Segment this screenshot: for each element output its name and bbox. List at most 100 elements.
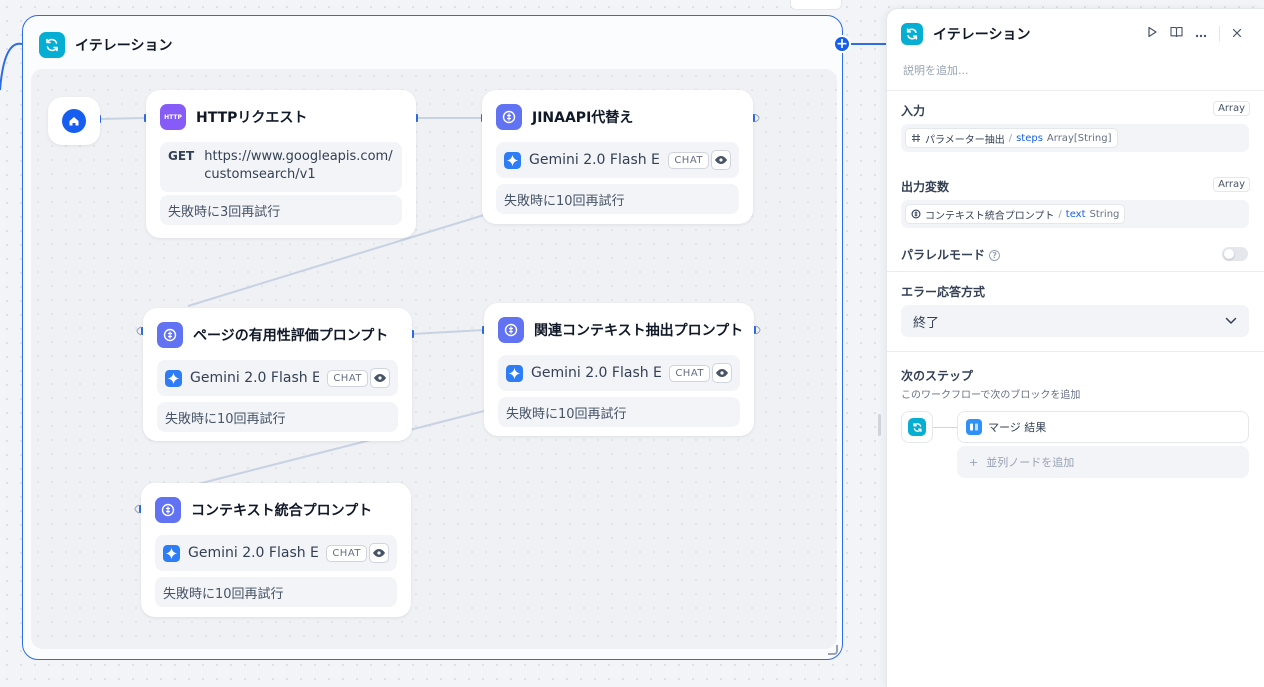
loop-icon <box>901 23 923 45</box>
retry-setting: 失敗時に10回再試行 <box>157 402 398 432</box>
toolbar-divider <box>1219 26 1220 42</box>
retry-setting: 失敗時に10回再試行 <box>496 184 739 214</box>
brain-icon <box>157 322 183 348</box>
chat-badge: CHAT <box>326 544 367 562</box>
input-label: 入力 <box>901 104 926 118</box>
input-variable-type: Array[String] <box>1046 132 1112 144</box>
brain-icon <box>498 317 524 343</box>
http-endpoint: GET https://www.googleapis.com/customsea… <box>160 142 402 192</box>
input-variable-name: steps <box>1016 132 1043 144</box>
iteration-header: イテレーション <box>39 32 172 58</box>
brain-icon <box>911 209 921 219</box>
next-step-label: 次のステップ <box>901 369 974 383</box>
eye-icon[interactable] <box>370 368 390 388</box>
node-related-context-prompt[interactable]: 関連コンテキスト抽出プロンプト Gemini 2.0 Flash E... CH… <box>484 303 754 436</box>
model-selector[interactable]: Gemini 2.0 Flash E... CHAT <box>498 355 740 391</box>
retry-setting: 失敗時に3回再試行 <box>160 195 402 225</box>
brain-icon <box>155 497 181 523</box>
node-title: HTTPリクエスト <box>196 110 308 126</box>
description-input[interactable]: 説明を追加... <box>903 64 969 77</box>
input-variable-field[interactable]: パラメーター抽出 / steps Array[String] <box>901 124 1249 152</box>
model-name: Gemini 2.0 Flash E... <box>188 545 319 561</box>
next-step-source <box>901 411 933 443</box>
next-step-connector <box>933 427 957 428</box>
loop-icon <box>908 418 926 436</box>
divider <box>887 90 1264 91</box>
gemini-sparkle-icon <box>504 151 521 169</box>
edge-incoming <box>0 42 23 91</box>
node-title: ページの有用性評価プロンプト <box>193 328 389 344</box>
iteration-title: イテレーション <box>75 38 173 54</box>
chat-badge: CHAT <box>669 364 710 382</box>
node-context-merge-prompt[interactable]: コンテキスト統合プロンプト Gemini 2.0 Flash E... CHAT… <box>141 483 411 617</box>
node-title: コンテキスト統合プロンプト <box>191 503 373 519</box>
model-selector[interactable]: Gemini 2.0 Flash E... CHAT <box>155 535 397 571</box>
node-usefulness-prompt[interactable]: ページの有用性評価プロンプト Gemini 2.0 Flash E... CHA… <box>143 308 412 441</box>
plus-icon: + <box>969 455 979 469</box>
eye-icon[interactable] <box>369 543 389 563</box>
gemini-sparkle-icon <box>506 364 523 382</box>
gemini-sparkle-icon <box>163 544 180 562</box>
node-title: JINAAPI代替え <box>532 110 634 126</box>
model-name: Gemini 2.0 Flash E... <box>531 365 662 381</box>
resize-handle[interactable] <box>828 645 838 655</box>
error-handling-label: エラー応答方式 <box>901 285 986 299</box>
http-icon: HTTP <box>160 104 186 130</box>
input-variable-chip[interactable]: パラメーター抽出 / steps Array[String] <box>905 128 1118 148</box>
merge-icon <box>966 419 982 435</box>
output-variable-name: text <box>1065 208 1086 220</box>
add-parallel-label: 並列ノードを追加 <box>986 456 1075 469</box>
http-url: https://www.googleapis.com/customsearch/… <box>204 149 393 182</box>
chat-badge: CHAT <box>327 369 368 387</box>
separator-slash: / <box>1058 208 1062 220</box>
home-icon <box>62 109 86 133</box>
output-variable-chip[interactable]: コンテキスト統合プロンプト / text String <box>905 204 1126 224</box>
workflow-canvas[interactable]: イテレーション + HTTP HTTP <box>0 0 886 687</box>
play-icon[interactable] <box>1146 26 1158 42</box>
parameter-extractor-icon <box>912 134 920 142</box>
iteration-start-node[interactable] <box>48 97 100 145</box>
node-http-request[interactable]: HTTP HTTPリクエスト GET https://www.googleapi… <box>146 90 416 238</box>
parallel-mode-row: パラレルモード? <box>901 246 1001 263</box>
model-name: Gemini 2.0 Flash E... <box>190 370 320 386</box>
more-icon[interactable] <box>1195 27 1207 42</box>
panel-resize-handle[interactable] <box>878 414 881 436</box>
close-icon[interactable] <box>1232 27 1242 42</box>
gemini-sparkle-icon <box>165 369 182 387</box>
next-step-subtitle: このワークフローで次のブロックを追加 <box>901 390 1081 401</box>
node-title: 関連コンテキスト抽出プロンプト <box>534 323 744 339</box>
node-jina-api[interactable]: JINAAPI代替え Gemini 2.0 Flash E... CHAT 失敗… <box>482 90 753 224</box>
model-name: Gemini 2.0 Flash E... <box>529 152 661 168</box>
model-selector[interactable]: Gemini 2.0 Flash E... CHAT <box>496 142 739 178</box>
brain-icon <box>496 104 522 130</box>
divider <box>887 351 1264 352</box>
model-selector[interactable]: Gemini 2.0 Flash E... CHAT <box>157 360 398 396</box>
retry-setting: 失敗時に10回再試行 <box>155 577 397 607</box>
add-parallel-node-button[interactable]: + 並列ノードを追加 <box>957 446 1249 478</box>
input-node-name: パラメーター抽出 <box>925 134 1005 146</box>
error-handling-select[interactable]: 終了 <box>901 305 1249 337</box>
output-variable-type: String <box>1089 208 1120 220</box>
input-type-tag: Array <box>1213 101 1250 116</box>
next-block-card[interactable]: マージ 結果 <box>957 411 1249 443</box>
loop-icon <box>39 32 65 58</box>
retry-setting: 失敗時に10回再試行 <box>498 397 740 427</box>
help-icon[interactable]: ? <box>989 250 1001 261</box>
output-variable-field[interactable]: コンテキスト統合プロンプト / text String <box>901 200 1249 228</box>
http-method: GET <box>168 149 195 163</box>
canvas-toolbar-stub <box>790 0 842 10</box>
panel-title[interactable]: イテレーション <box>933 27 1031 43</box>
eye-icon[interactable] <box>712 363 732 383</box>
panel-toolbar <box>1146 26 1242 42</box>
parallel-mode-toggle[interactable] <box>1222 247 1248 261</box>
eye-icon[interactable] <box>711 150 731 170</box>
next-block-name: マージ 結果 <box>988 421 1047 434</box>
separator-slash: / <box>1008 132 1013 144</box>
add-next-node-button[interactable]: + <box>833 35 851 53</box>
node-settings-panel: イテレーション 説明を追加... 入力 Array パラメーター抽出 / ste… <box>886 8 1264 687</box>
divider <box>887 271 1264 272</box>
chat-badge: CHAT <box>668 151 709 169</box>
panel-header: イテレーション <box>901 23 1030 45</box>
output-node-name: コンテキスト統合プロンプト <box>925 210 1055 222</box>
book-icon[interactable] <box>1170 26 1183 42</box>
